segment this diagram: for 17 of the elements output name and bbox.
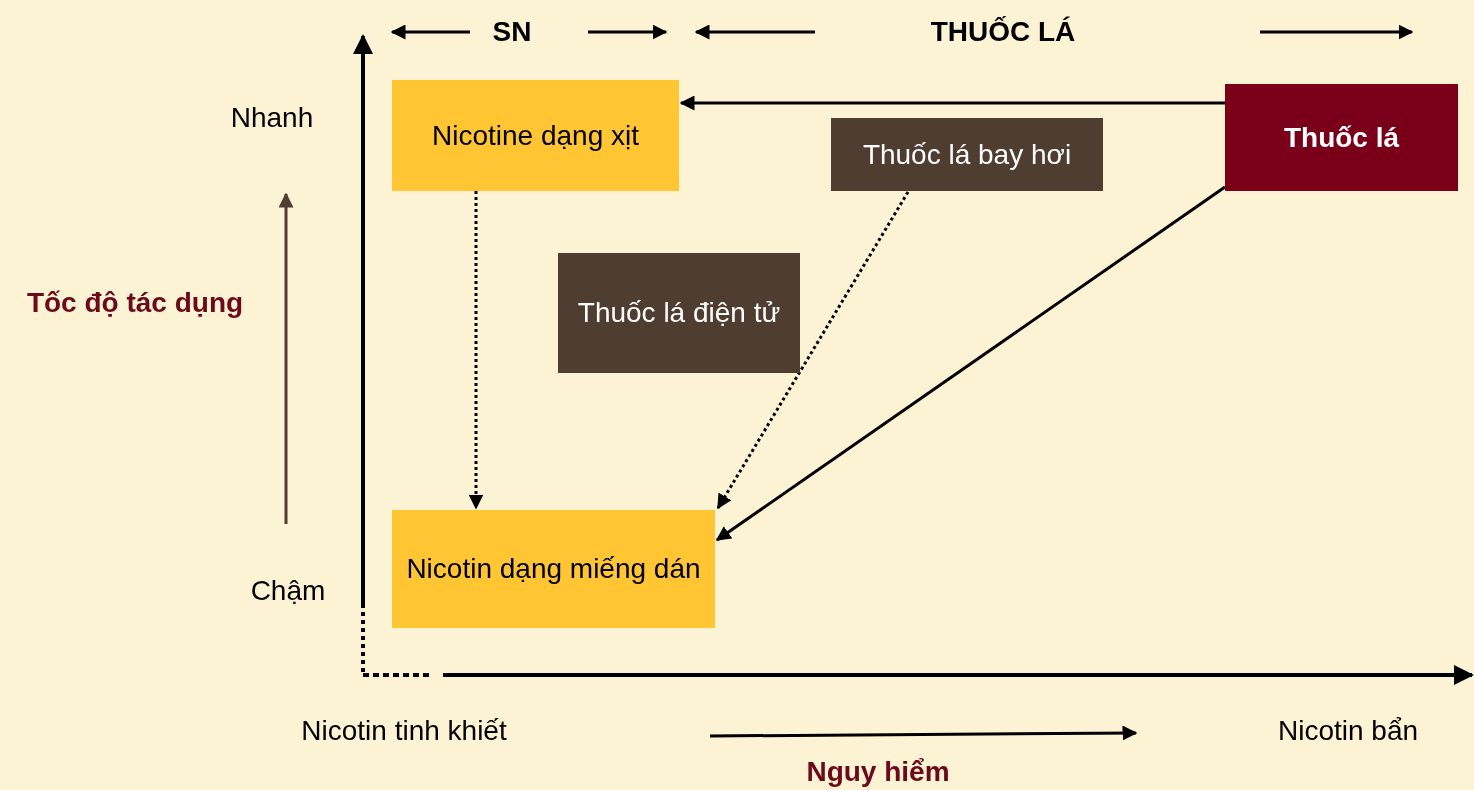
method-box: Thuốc lá (1225, 84, 1458, 191)
method-box: Nicotine dạng xịt (392, 80, 679, 191)
heading-label: SN (492, 16, 532, 48)
axis-title: Tốc độ tác dụng (26, 287, 244, 319)
dotted-arrow (716, 191, 910, 510)
axis-label: Nicotin bẩn (1277, 715, 1419, 747)
method-box: Thuốc lá điện tử (558, 253, 800, 373)
axis-label: Nhanh (230, 102, 314, 134)
heading-label: THUỐC LÁ (930, 16, 1076, 48)
axis-title: Nguy hiểm (806, 756, 950, 788)
method-box: Nicotin dạng miếng dán (392, 510, 715, 628)
method-box: Thuốc lá bay hơi (831, 118, 1103, 191)
arrow (715, 185, 1226, 542)
dotted-arrow (468, 191, 484, 510)
axis-label: Nicotin tinh khiết (301, 715, 507, 747)
arrow (679, 95, 1225, 111)
axis-label: Chậm (250, 575, 326, 607)
